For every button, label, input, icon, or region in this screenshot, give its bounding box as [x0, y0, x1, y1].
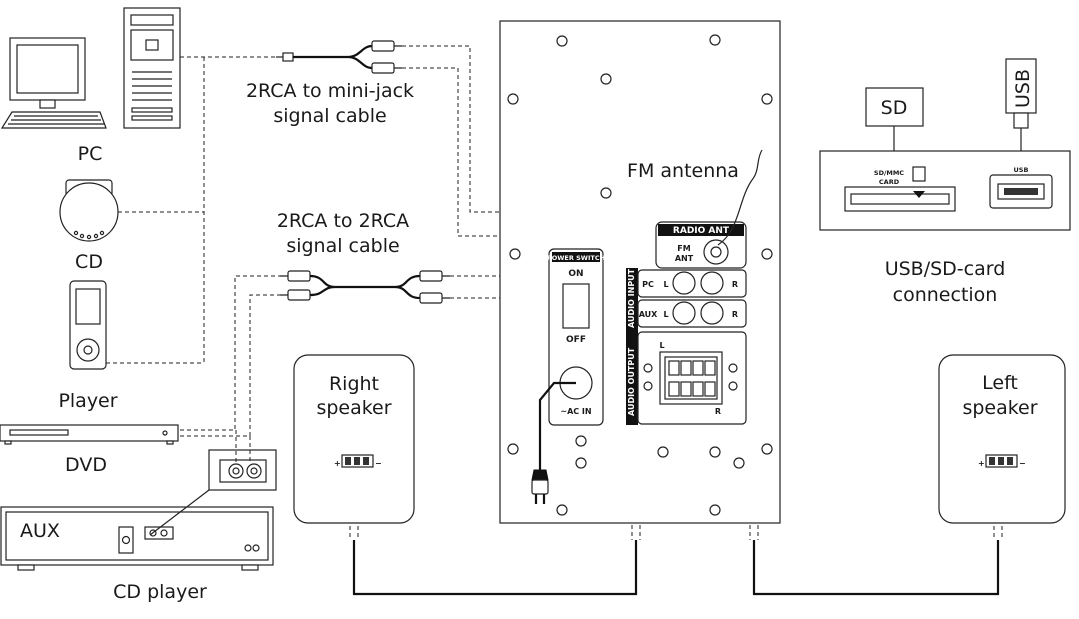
usb-sd-label-1: USB/SD-card — [885, 258, 1006, 280]
pc-label: PC — [78, 143, 103, 165]
cd-player-label: CD player — [113, 581, 207, 603]
power-switch-panel — [548, 248, 604, 426]
power-on-label: ON — [568, 269, 583, 279]
sd-label: SD — [881, 97, 908, 119]
cd-icon — [59, 179, 119, 242]
dvd-player-icon — [0, 424, 179, 445]
right-speaker-label-2: speaker — [316, 397, 391, 419]
sd-mmc-label-2: CARD — [879, 178, 900, 186]
fm-antenna-label: FM antenna — [627, 160, 739, 182]
ant-label: ANT — [675, 254, 694, 263]
power-plug-icon — [531, 381, 576, 504]
output-l-label: L — [659, 341, 664, 350]
dvd-label: DVD — [65, 454, 107, 476]
audio-input-panel — [626, 268, 747, 330]
cd-label: CD — [75, 251, 103, 273]
right-speaker-label-1: Right — [329, 373, 379, 395]
minijack-cable-label-2: signal cable — [273, 105, 386, 127]
svg-text:+: + — [334, 459, 341, 468]
pc-input-label: PC — [642, 280, 654, 289]
left-speaker-label-2: speaker — [962, 397, 1037, 419]
cd-player-icon — [0, 506, 274, 571]
aux-label: AUX — [20, 520, 60, 542]
left-speaker: + − — [938, 354, 1066, 524]
minijack-cable — [276, 40, 402, 74]
svg-text:−: − — [375, 459, 382, 468]
power-off-label: OFF — [566, 335, 586, 345]
ac-in-label: ~AC IN — [560, 407, 591, 416]
radio-antenna-panel — [655, 149, 763, 269]
right-speaker: + − — [293, 354, 415, 524]
player-label: Player — [58, 390, 117, 412]
media-player-icon — [69, 280, 107, 370]
aux-input-l: L — [663, 310, 668, 319]
radio-ant-label: RADIO ANT — [673, 226, 730, 236]
audio-output-label: AUDIO OUTPUT — [627, 347, 636, 416]
aux-jack-zoom — [149, 449, 277, 536]
svg-text:−: − — [1019, 459, 1026, 468]
usb-label: USB — [1012, 69, 1034, 108]
pc-input-l: L — [663, 280, 668, 289]
rca-cable-label-2: signal cable — [286, 235, 399, 257]
svg-text:+: + — [978, 459, 985, 468]
pc-input-r: R — [732, 280, 738, 289]
audio-output-panel — [626, 330, 747, 425]
output-r-label: R — [715, 407, 721, 416]
minijack-cable-label-1: 2RCA to mini-jack — [246, 80, 414, 102]
aux-input-r: R — [732, 310, 738, 319]
rca-cable — [280, 270, 450, 304]
audio-input-label: AUDIO INPUT — [627, 268, 636, 328]
usb-sd-panel — [819, 58, 1071, 231]
usb-sd-label-2: connection — [893, 284, 998, 306]
left-speaker-label-1: Left — [982, 372, 1018, 394]
pc-icon — [0, 7, 181, 129]
usb-port-label: USB — [1014, 166, 1029, 174]
speaker-wires — [352, 540, 1000, 596]
rca-cable-label-1: 2RCA to 2RCA — [277, 210, 409, 232]
sd-mmc-label-1: SD/MMC — [874, 169, 904, 177]
fm-label: FM — [677, 244, 690, 253]
aux-input-label: AUX — [639, 310, 658, 319]
power-switch-label: POWER SWITCH — [547, 254, 605, 262]
